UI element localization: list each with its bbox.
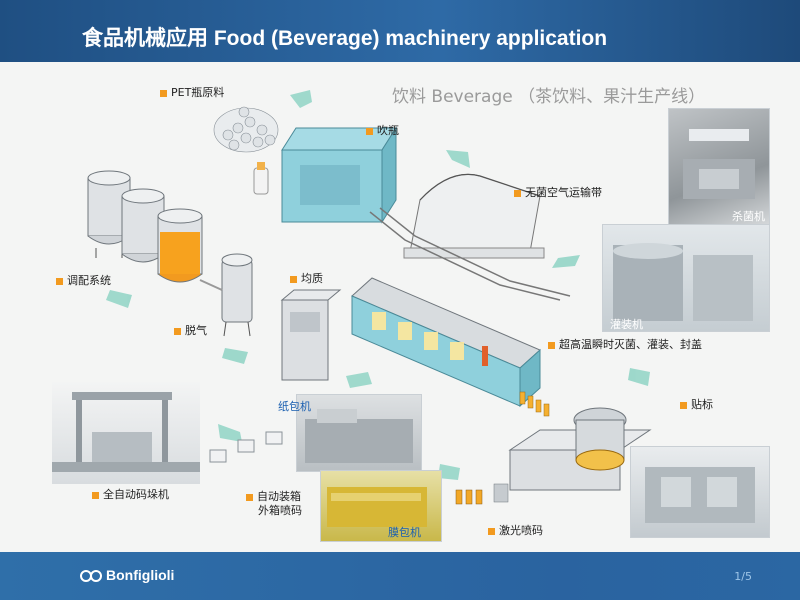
bottle-line xyxy=(519,391,550,417)
labeling-machine xyxy=(508,407,652,491)
sterile-air-conveyor xyxy=(369,173,571,301)
photo-carton xyxy=(296,394,422,472)
pet-bottle-heap xyxy=(213,106,279,153)
page-title: 食品机械应用 Food (Beverage) machinery applica… xyxy=(82,27,608,50)
mixing-tank-2 xyxy=(121,188,165,263)
page-number: 1/5 xyxy=(734,570,752,583)
label-laser: 激光喷码 xyxy=(488,522,543,538)
case-boxes xyxy=(209,431,283,463)
arrow xyxy=(552,255,580,268)
photo-film xyxy=(320,470,442,542)
pet-bottle-icon xyxy=(253,162,269,195)
arrow xyxy=(446,150,470,168)
label-blow: 吹瓶 xyxy=(366,122,399,138)
caption-carton: 纸包机 xyxy=(278,400,311,413)
label-case: 自动装箱 xyxy=(246,488,301,504)
arrow xyxy=(346,372,372,388)
arrow xyxy=(290,90,312,108)
diagram-subtitle: 饮料 Beverage （茶饮料、果汁生产线） xyxy=(392,87,706,107)
label-homog: 均质 xyxy=(290,270,323,286)
photo-palletizer xyxy=(52,382,200,484)
label-pet: PET瓶原料 xyxy=(160,84,224,100)
blow-molding-machine xyxy=(281,126,397,224)
label-uht: 超高温瞬时灭菌、灌装、封盖 xyxy=(548,336,702,352)
laser-coding-bottles xyxy=(455,483,509,505)
label-palletizer: 全自动码垛机 xyxy=(92,486,169,502)
brand-name: Bonfiglioli xyxy=(106,567,175,583)
caption-filler: 灌装机 xyxy=(610,318,643,331)
arrow xyxy=(628,368,650,386)
label-degas: 脱气 xyxy=(174,322,207,338)
footer-bar: Bonfiglioli 1/5 xyxy=(0,552,800,600)
uht-sterilizer-tunnel xyxy=(351,277,541,408)
arrow xyxy=(218,424,242,442)
bonfiglioli-logo-icon xyxy=(80,570,102,582)
title-bar: 食品机械应用 Food (Beverage) machinery applica… xyxy=(0,0,800,62)
label-case-2: 外箱喷码 xyxy=(258,504,302,517)
degassing-tank xyxy=(199,253,253,337)
label-conveyor: 无菌空气运输带 xyxy=(514,184,602,200)
arrow xyxy=(222,348,248,364)
arrow xyxy=(438,464,460,480)
mixing-tank-3 xyxy=(157,208,203,283)
caption-sterilizer: 杀菌机 xyxy=(732,210,765,223)
photo-filler xyxy=(602,224,770,332)
photo-labeler xyxy=(630,446,770,538)
label-labeling: 贴标 xyxy=(680,396,713,412)
label-mixing: 调配系统 xyxy=(56,272,111,288)
homogenizer xyxy=(280,289,342,381)
caption-film: 膜包机 xyxy=(388,526,421,539)
arrow xyxy=(106,290,132,308)
